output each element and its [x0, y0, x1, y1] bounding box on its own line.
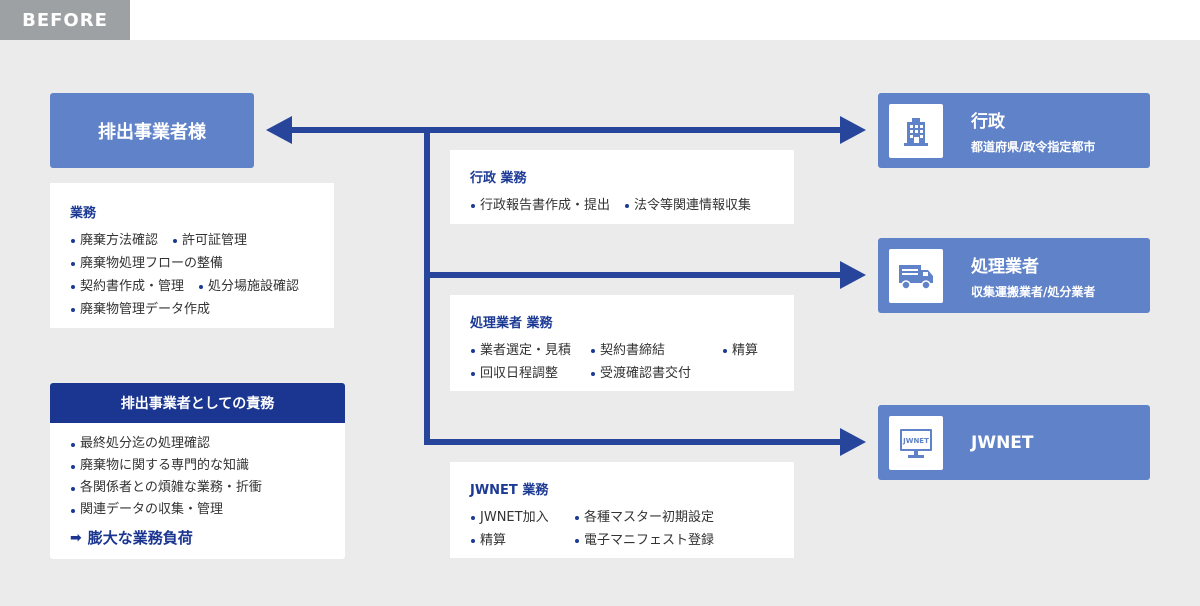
arrow-left-head — [266, 116, 292, 144]
duties-title: 業務 — [70, 206, 97, 221]
burden-result: ➡ 膨大な業務負荷 — [70, 527, 325, 548]
target-jwnet: JWNET JWNET — [878, 405, 1150, 480]
proc-tasks-row: 業者選定・見積 契約書締結 精算 — [470, 339, 774, 362]
arrow-right-head-proc — [840, 261, 866, 289]
discharger-duties-card: 業務 廃棄方法確認 許可証管理 廃棄物処理フローの整備 契約書作成・管理 処分場… — [50, 183, 334, 328]
proc-task-item: 契約書締結 — [590, 339, 708, 362]
gov-task-item: 行政報告書作成・提出 — [470, 194, 610, 217]
target-subtitle: 都道府県/政令指定都市 — [971, 139, 1096, 154]
jwnet-task-item: 精算 — [470, 529, 560, 552]
gov-tasks-row: 行政報告書作成・提出 法令等関連情報収集 — [470, 194, 774, 217]
duty-item: 廃棄物処理フローの整備 — [70, 252, 223, 275]
responsibility-body: 最終処分迄の処理確認 廃棄物に関する専門的な知識 各関係者との煩雑な業務・折衝 … — [50, 423, 345, 558]
duties-row: 廃棄方法確認 許可証管理 — [70, 229, 314, 252]
jwnet-task-item: 各種マスター初期設定 — [574, 506, 714, 529]
duties-row: 廃棄物処理フローの整備 — [70, 252, 314, 275]
proc-task-item: 業者選定・見積 — [470, 339, 576, 362]
jwnet-tasks-title: JWNET 業務 — [470, 483, 549, 498]
duty-item: 契約書作成・管理 — [70, 275, 184, 298]
jwnet-tasks-card: JWNET 業務 JWNET加入 各種マスター初期設定 精算 電子マニフェスト登… — [450, 462, 794, 558]
duty-item: 許可証管理 — [172, 229, 247, 252]
gov-task-item: 法令等関連情報収集 — [624, 194, 751, 217]
arrow-main-line — [290, 127, 842, 133]
before-tag: BEFORE — [0, 0, 130, 40]
arrow-right-head-gov — [840, 116, 866, 144]
proc-tasks-title: 処理業者 業務 — [470, 316, 553, 331]
arrow-branch-proc — [424, 272, 842, 278]
duties-row: 契約書作成・管理 処分場施設確認 — [70, 275, 314, 298]
responsibility-item: 関連データの収集・管理 — [70, 499, 223, 521]
arrow-branch-jw — [424, 439, 842, 445]
responsibility-card: 排出事業者としての責務 最終処分迄の処理確認 廃棄物に関する専門的な知識 各関係… — [50, 383, 345, 559]
monitor-label: JWNET — [902, 437, 929, 445]
duties-row: 廃棄物管理データ作成 — [70, 298, 314, 321]
gov-tasks-title: 行政 業務 — [470, 171, 527, 186]
monitor-icon: JWNET — [889, 415, 943, 470]
proc-task-item: 回収日程調整 — [470, 362, 576, 385]
proc-tasks-card: 処理業者 業務 業者選定・見積 契約書締結 精算 回収日程調整 受渡確認書交付 — [450, 295, 794, 391]
responsibility-title: 排出事業者としての責務 — [50, 383, 345, 423]
jwnet-tasks-row: JWNET加入 各種マスター初期設定 — [470, 506, 774, 529]
gov-tasks-card: 行政 業務 行政報告書作成・提出 法令等関連情報収集 — [450, 150, 794, 224]
responsibility-item: 各関係者との煩雑な業務・折衝 — [70, 477, 262, 499]
jwnet-task-item: JWNET加入 — [470, 506, 560, 529]
proc-task-item: 精算 — [722, 339, 758, 362]
discharger-box: 排出事業者様 — [50, 93, 254, 168]
building-icon — [889, 103, 943, 158]
arrow-right-head-jw — [840, 428, 866, 456]
duty-item: 廃棄物管理データ作成 — [70, 298, 210, 321]
jwnet-tasks-row: 精算 電子マニフェスト登録 — [470, 529, 774, 552]
proc-task-item: 受渡確認書交付 — [590, 362, 691, 385]
responsibility-item: 廃棄物に関する専門的な知識 — [70, 455, 249, 477]
proc-tasks-row: 回収日程調整 受渡確認書交付 — [470, 362, 774, 385]
target-title: 行政 — [971, 111, 1005, 132]
target-processor: 処理業者 収集運搬業者/処分業者 — [878, 238, 1150, 313]
burden-text: 膨大な業務負荷 — [87, 529, 193, 547]
duty-item: 処分場施設確認 — [198, 275, 299, 298]
jwnet-task-item: 電子マニフェスト登録 — [574, 529, 714, 552]
arrow-trunk — [424, 130, 430, 445]
target-title: JWNET — [971, 432, 1034, 453]
truck-icon — [889, 248, 943, 303]
target-subtitle: 収集運搬業者/処分業者 — [971, 284, 1096, 299]
target-government: 行政 都道府県/政令指定都市 — [878, 93, 1150, 168]
responsibility-item: 最終処分迄の処理確認 — [70, 433, 210, 455]
right-arrow-icon: ➡ — [70, 529, 82, 546]
target-title: 処理業者 — [971, 256, 1039, 277]
duty-item: 廃棄方法確認 — [70, 229, 158, 252]
